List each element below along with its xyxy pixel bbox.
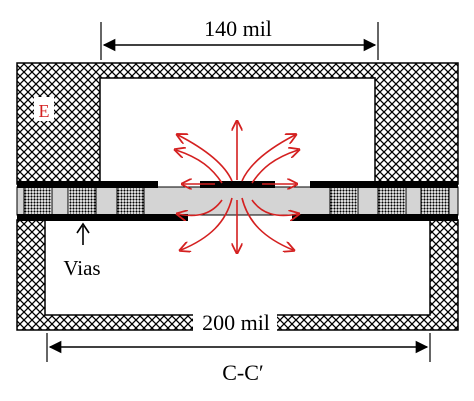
vias-left xyxy=(23,186,145,216)
top-conductors xyxy=(17,181,458,188)
field-label-bg xyxy=(34,97,54,121)
bottom-label-bg xyxy=(193,309,277,333)
field-label: E xyxy=(39,101,50,121)
bottom-width-label: 200 mil xyxy=(202,310,270,335)
vias-label: Vias xyxy=(63,256,100,280)
bottom-conductors xyxy=(17,214,458,221)
vias-pointer xyxy=(48,222,118,284)
section-label: C-C′ xyxy=(222,360,264,385)
vias-right xyxy=(329,186,450,216)
top-width-label: 140 mil xyxy=(204,16,272,41)
top-dimension: 140 mil xyxy=(100,14,379,60)
section-dimension xyxy=(46,333,431,362)
field-lines xyxy=(176,122,298,252)
